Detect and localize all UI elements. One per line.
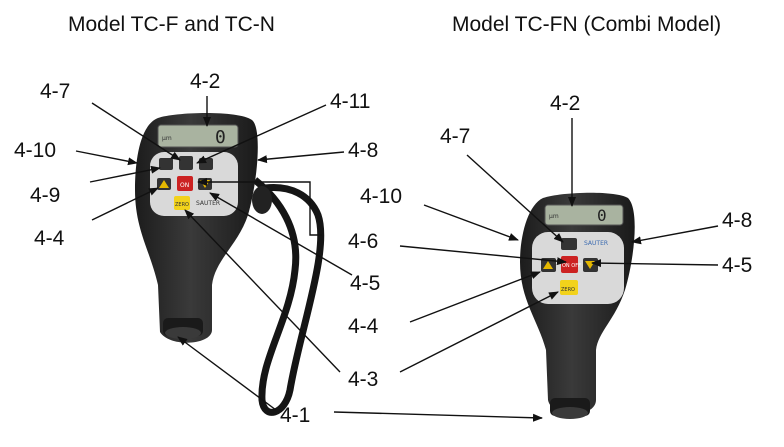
arrow-right-4-6 [399, 245, 567, 266]
label-left-4-9: 4-9 [30, 184, 60, 207]
right-display [544, 204, 624, 226]
left-device: 0 μm ON ZERO SAUTER [135, 113, 325, 416]
arrow-right-4-4 [409, 271, 541, 323]
left-key-11[interactable] [179, 156, 193, 170]
label-left-4-4: 4-4 [34, 227, 65, 250]
left-display [157, 124, 239, 148]
arrow-left-4-1 [177, 336, 277, 411]
arrow-right-4-3 [399, 291, 559, 373]
label-right-4-10: 4-10 [360, 185, 402, 208]
label-left-4-3: 4-3 [348, 368, 378, 391]
label-left-4-8: 4-8 [348, 139, 378, 162]
label-right-4-7: 4-7 [440, 125, 470, 148]
arrow-left-4-3 [184, 209, 341, 373]
label-right-4-2: 4-2 [550, 92, 580, 115]
right-zero-label: ZERO [561, 287, 575, 293]
left-probe-tip [165, 327, 201, 339]
label-left-4-10: 4-10 [14, 139, 56, 162]
left-display-unit: μm [162, 135, 172, 142]
left-key-7[interactable] [159, 158, 173, 170]
arrow-left-4-11 [196, 104, 327, 164]
arrow-left-4-7 [91, 102, 181, 161]
right-display-value: 0 [597, 206, 607, 225]
right-brand: SAUTER [584, 240, 608, 247]
arrow-left-4-10 [75, 150, 138, 166]
label-left-4-7: 4-7 [40, 80, 70, 103]
right-probe-tip [552, 407, 588, 419]
up-arrow-icon [159, 180, 169, 188]
label-left-4-2: 4-2 [190, 70, 220, 93]
left-callouts: 4-2 4-7 4-11 4-10 4-8 4-9 4-4 4-6 4-5 4-… [14, 70, 543, 427]
label-right-4-5: 4-5 [722, 254, 752, 277]
arrow-left-4-5 [209, 192, 353, 276]
arrow-right-4-5 [591, 259, 719, 268]
left-brand: SAUTER [196, 200, 220, 207]
right-device: 0 μm SAUTER ON OFF ZERO [520, 192, 635, 419]
left-on-key[interactable] [177, 176, 193, 191]
up-arrow-icon [543, 261, 553, 269]
right-key-7[interactable] [561, 238, 577, 250]
left-title: Model TC-F and TC-N [68, 13, 275, 36]
wrist-strap [252, 177, 325, 416]
left-zero-key[interactable] [174, 196, 190, 210]
arrow-right-4-10 [423, 204, 519, 241]
label-left-4-5: 4-5 [350, 272, 380, 295]
right-on-label: ON OFF [562, 263, 581, 269]
left-key-8[interactable] [199, 158, 213, 170]
label-left-4-11: 4-11 [330, 90, 370, 113]
right-title: Model TC-FN (Combi Model) [452, 13, 721, 36]
left-on-label: ON [180, 182, 189, 189]
left-zero-label: ZERO [175, 202, 189, 208]
arrow-right-4-1 [333, 411, 543, 422]
arrow-left-4-6 [197, 178, 322, 236]
right-callouts: 4-2 4-7 4-10 4-8 4-5 4-4 4-3 [348, 92, 752, 373]
label-right-4-8: 4-8 [722, 209, 752, 232]
arrow-left-4-9 [89, 165, 161, 183]
right-zero-key[interactable] [560, 280, 578, 295]
label-4-1: 4-1 [280, 404, 310, 427]
right-display-unit: μm [549, 213, 559, 220]
label-right-4-4: 4-4 [348, 315, 379, 338]
left-display-value: 0 [215, 127, 226, 148]
label-left-4-6: 4-6 [348, 230, 378, 253]
arrow-left-4-8 [257, 151, 345, 164]
arrow-right-4-7 [466, 154, 564, 243]
strap-clip [252, 186, 272, 214]
arrow-right-4-8 [631, 225, 719, 245]
arrow-left-4-4 [91, 187, 159, 221]
